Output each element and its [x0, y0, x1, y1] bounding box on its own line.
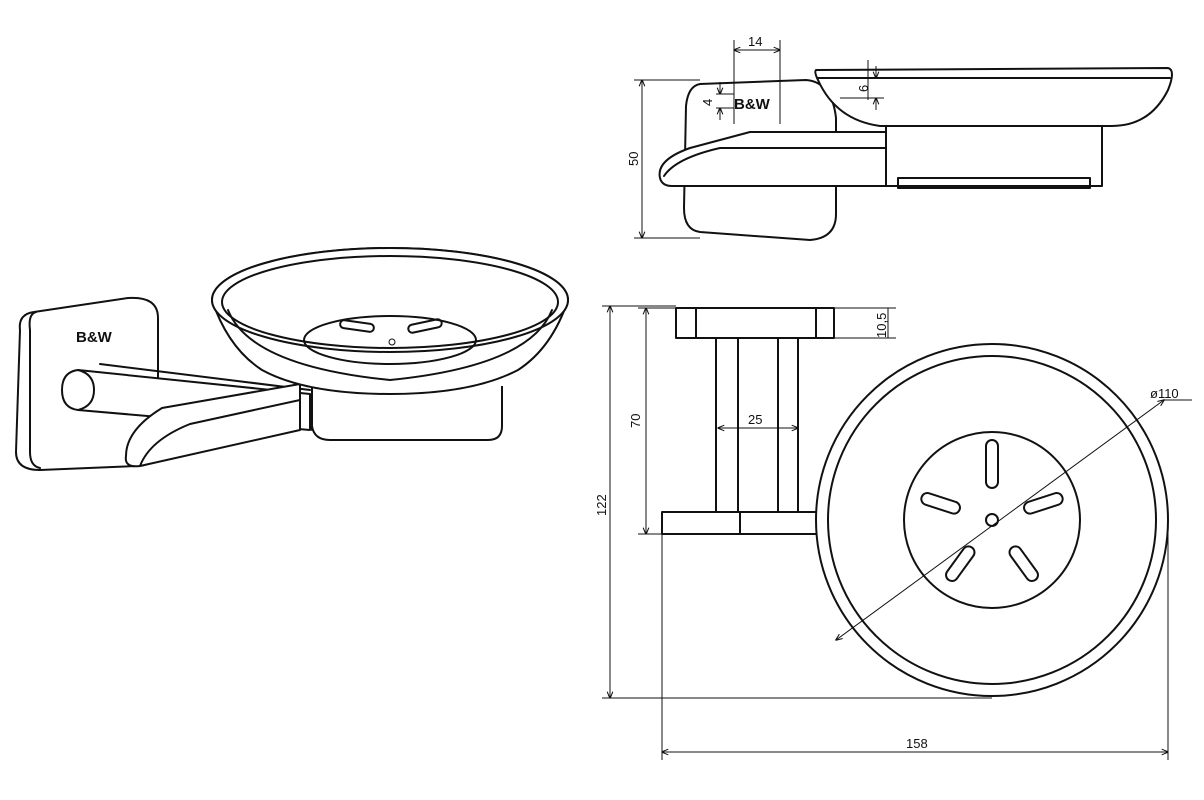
dim-14: 14 [748, 34, 762, 49]
top-dimensions: 10,5 70 25 122 ø110 158 [594, 306, 1192, 760]
side-dimensions: 14 4 6 50 [626, 34, 884, 238]
dim-6: 6 [856, 85, 871, 92]
dim-50: 50 [626, 152, 641, 166]
top-view [661, 307, 1169, 697]
dim-25: 25 [748, 412, 762, 427]
dim-4: 4 [700, 99, 715, 106]
side-view: B&W [658, 67, 1173, 241]
brand-logo: B&W [76, 329, 113, 346]
drain-slot [339, 318, 443, 346]
dim-diameter-110: ø110 [1150, 386, 1179, 401]
dim-122: 122 [594, 494, 609, 516]
dim-10-5: 10,5 [874, 313, 889, 338]
soap-dish [211, 247, 569, 395]
dish-holder [311, 386, 503, 441]
dim-70: 70 [628, 414, 643, 428]
perspective-view: B&W [15, 247, 569, 471]
dim-158: 158 [906, 736, 928, 751]
side-brand-logo: B&W [734, 96, 771, 113]
